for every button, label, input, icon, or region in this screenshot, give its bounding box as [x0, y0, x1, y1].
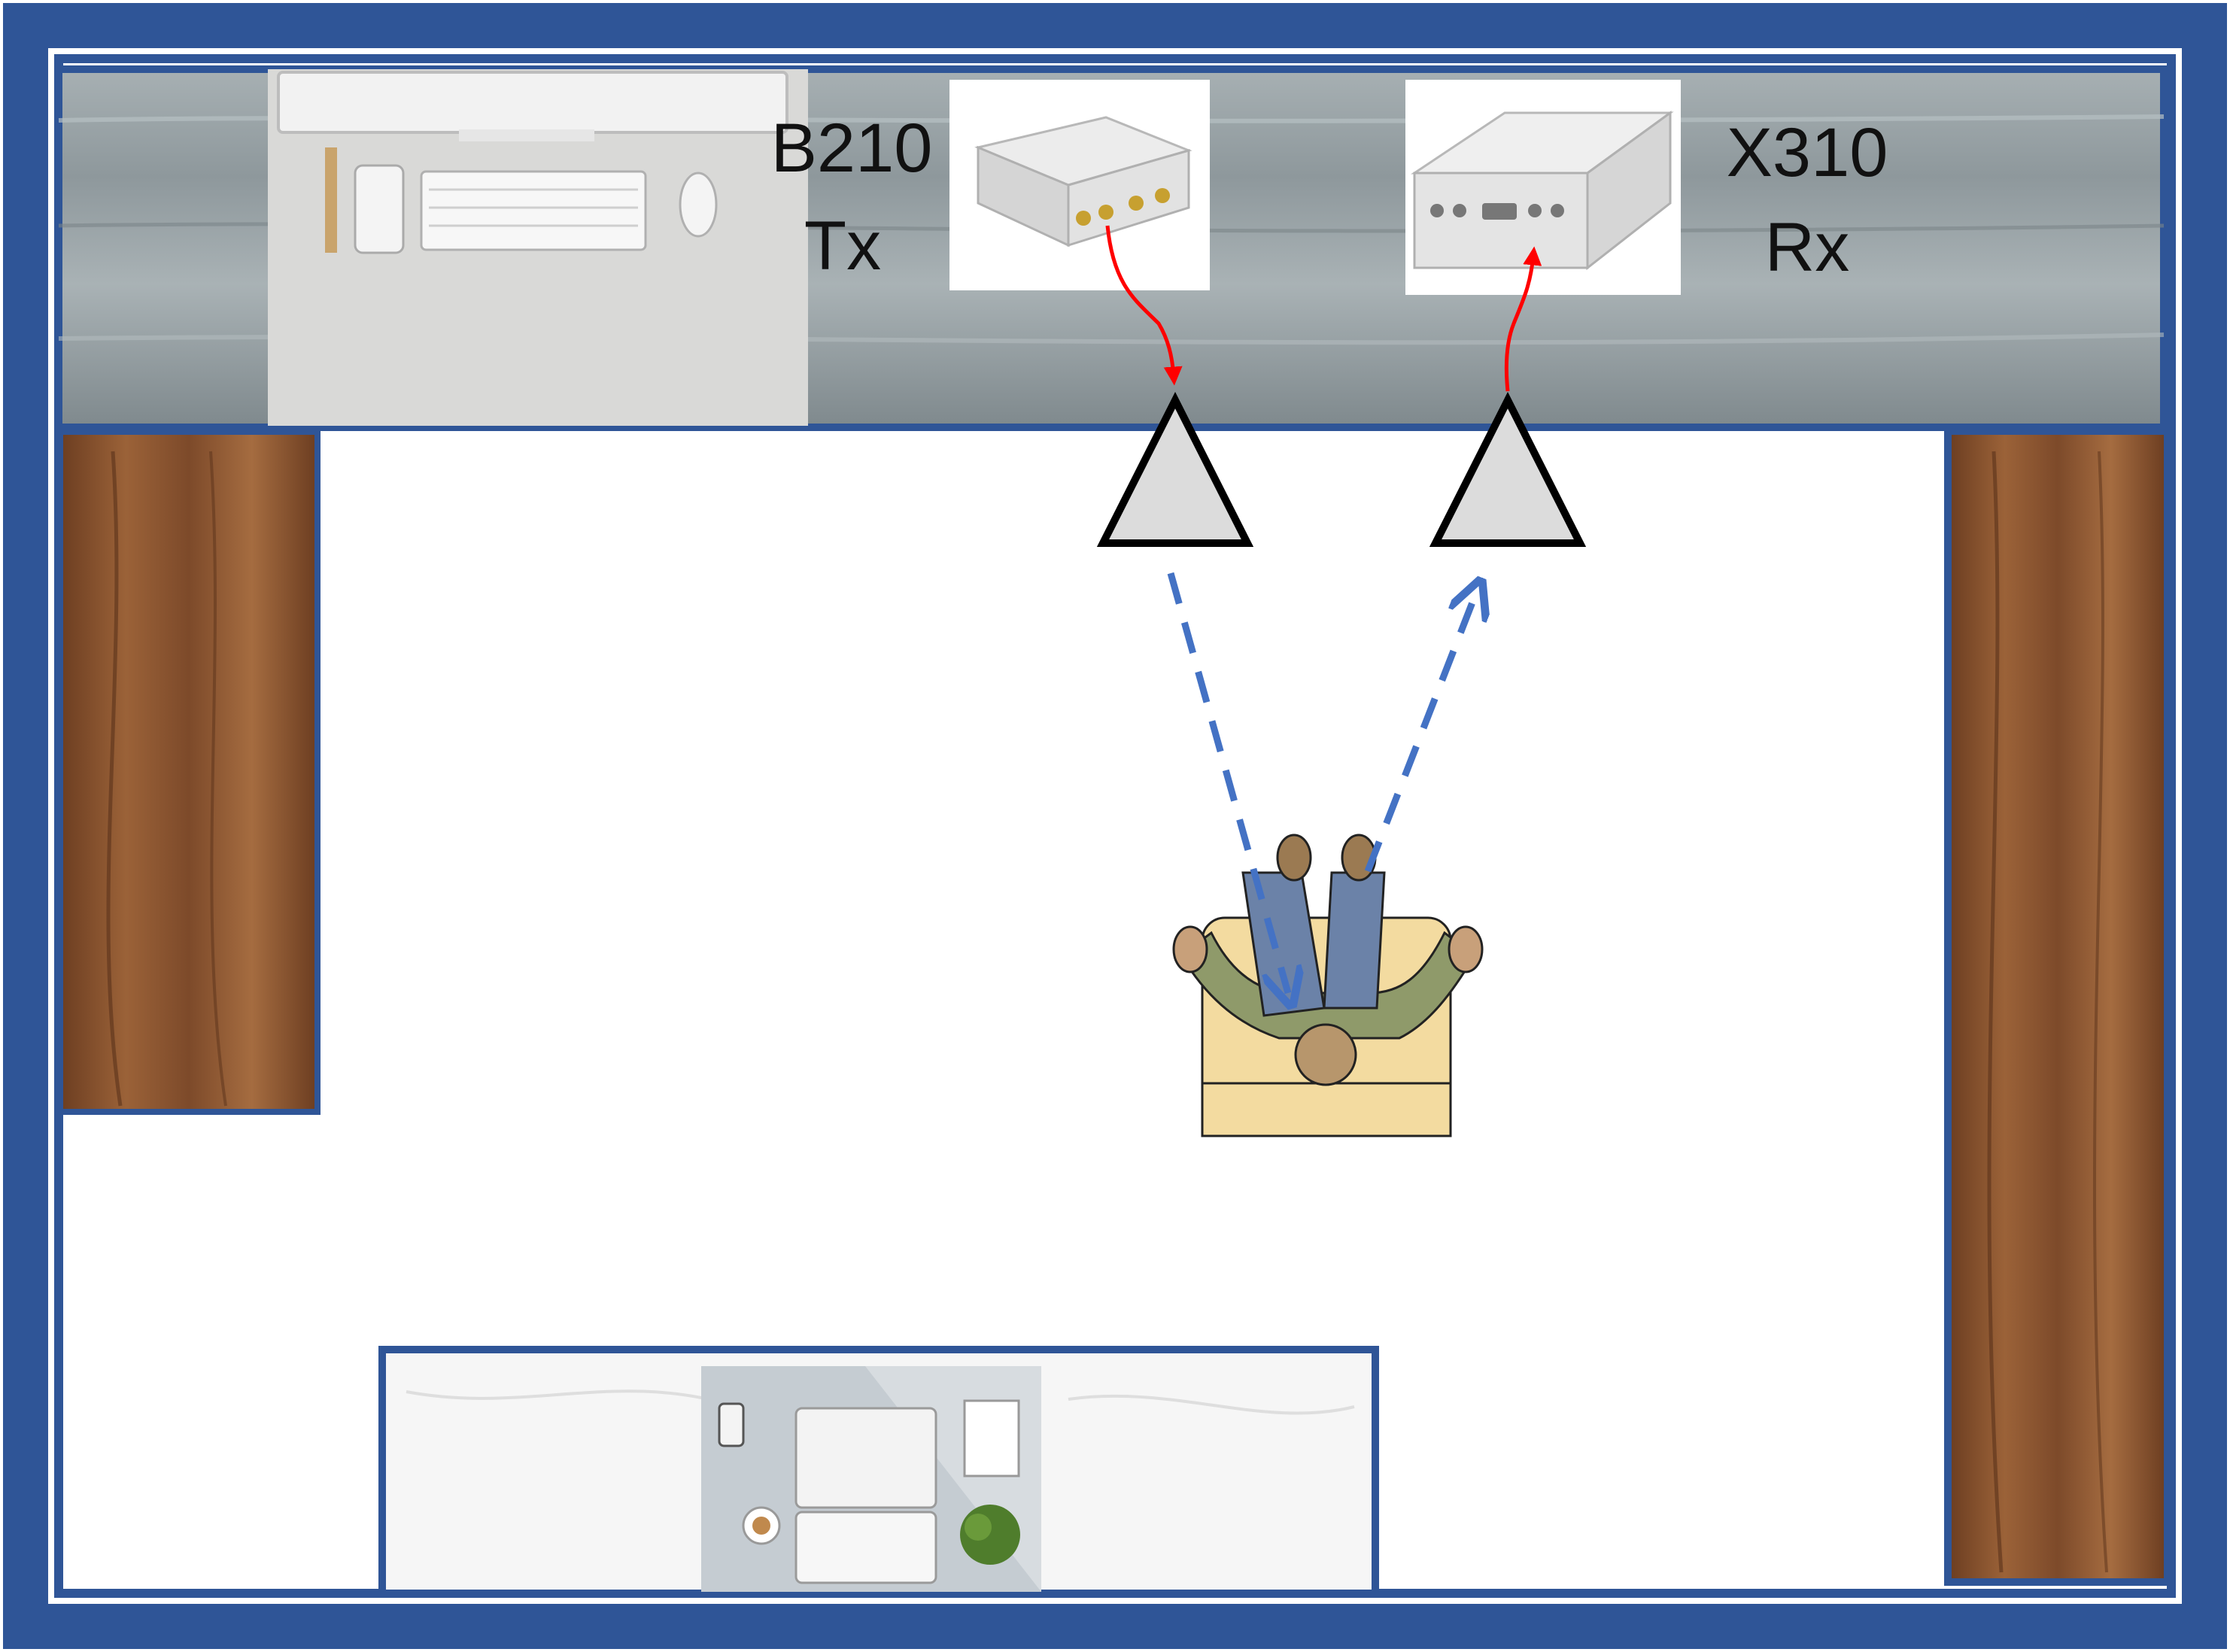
rx-role-label: Rx — [1765, 209, 1849, 286]
left-shelf — [54, 427, 321, 1115]
tx-antenna-icon — [1096, 391, 1254, 547]
rx-device-label: X310 Rx — [1727, 114, 1888, 286]
rx-model-label: X310 — [1727, 114, 1888, 191]
usrp-x310-icon — [1405, 80, 1681, 295]
rx-antenna-icon — [1429, 391, 1587, 547]
person-in-armchair-icon — [1172, 834, 1484, 1137]
tx-model-label: B210 — [771, 110, 933, 187]
usrp-b210-icon — [949, 80, 1210, 290]
desktop-workspace-icon — [268, 69, 808, 426]
tx-cable-arrow — [1105, 225, 1183, 386]
tx-role-label: Tx — [804, 208, 881, 284]
tx-device-label: B210 Tx — [771, 110, 933, 284]
right-shelf — [1944, 427, 2171, 1586]
incident-signal-path — [1167, 572, 1288, 993]
rx-cable-arrow — [1504, 246, 1542, 392]
laptop-workspace-icon — [701, 1366, 1041, 1592]
